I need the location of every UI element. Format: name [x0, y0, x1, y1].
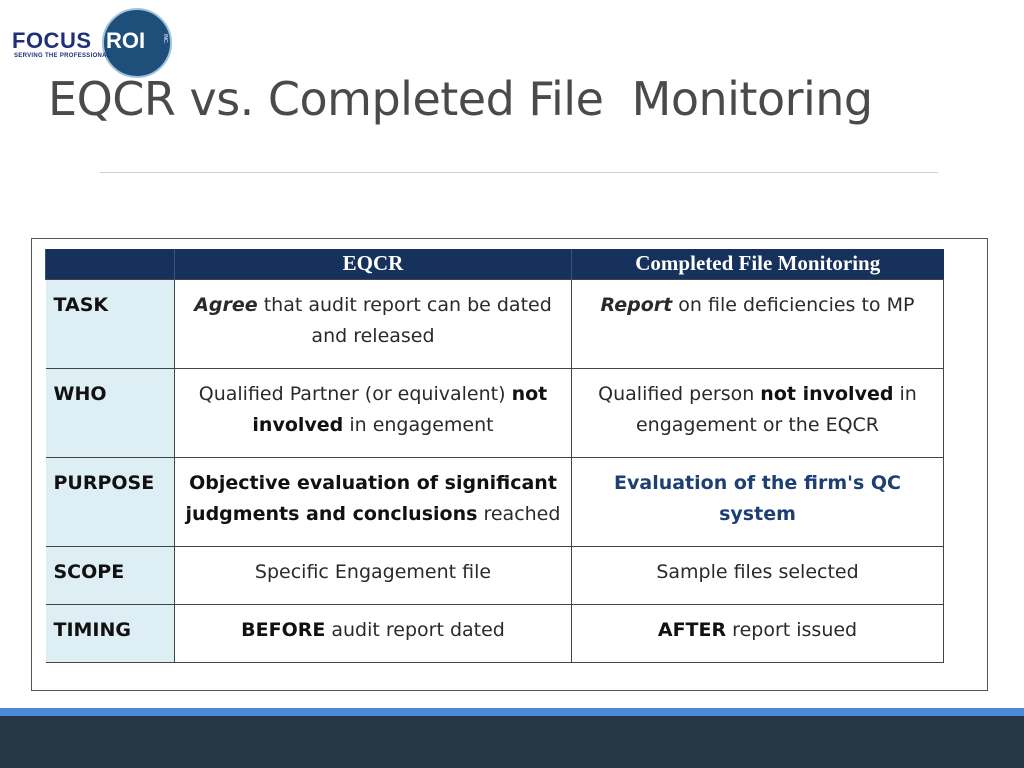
cell-purpose-cfm: Evaluation of the firm's QC system — [571, 456, 944, 547]
cell-text: in engagement or the EQCR — [635, 382, 917, 436]
cell-emphasis: BEFORE — [241, 618, 326, 641]
row-label-scope: SCOPE — [45, 545, 175, 605]
cell-text: audit report dated — [325, 618, 505, 641]
cell-emphasis: Objective evaluation of significant judg… — [185, 471, 557, 525]
cell-emphasis: Report — [600, 293, 673, 316]
table-row: TIMING BEFORE audit report dated AFTER r… — [45, 603, 944, 663]
logo-roi: ROI — [106, 28, 146, 53]
logo-inc: INC. — [162, 34, 168, 44]
header-completed-file-monitoring: Completed File Monitoring — [571, 249, 944, 279]
cell-who-cfm: Qualified person not involved in engagem… — [571, 367, 944, 458]
table-row: PURPOSE Objective evaluation of signific… — [45, 456, 944, 547]
cell-purpose-eqcr: Objective evaluation of significant judg… — [174, 456, 572, 547]
comparison-table: EQCR Completed File Monitoring TASK Agre… — [45, 249, 944, 663]
cell-emphasis: Agree — [194, 293, 258, 316]
cell-emphasis: AFTER — [657, 618, 727, 641]
row-label-purpose: PURPOSE — [45, 456, 175, 547]
logo-word: FOCUS — [12, 28, 92, 53]
logo-circle — [102, 8, 172, 78]
table-row: WHO Qualified Partner (or equivalent) no… — [45, 367, 944, 458]
focusroi-logo: FOCUS ROI INC. SERVING THE PROFESSIONAL — [12, 8, 172, 78]
cell-text: on file deficiencies to MP — [672, 293, 915, 316]
row-label-timing: TIMING — [45, 603, 175, 663]
table-frame — [31, 238, 988, 691]
cell-who-eqcr: Qualified Partner (or equivalent) not in… — [174, 367, 572, 458]
cell-text: Qualified person — [598, 382, 761, 405]
cell-task-eqcr: Agree that audit report can be dated and… — [174, 278, 572, 369]
header-blank — [45, 249, 175, 279]
row-label-who: WHO — [45, 367, 175, 458]
slide-title: EQCR vs. Completed File Monitoring — [48, 72, 873, 126]
cell-text: in engagement — [343, 413, 494, 436]
header-eqcr: EQCR — [174, 249, 572, 279]
cell-text: report issued — [726, 618, 858, 641]
title-divider — [100, 172, 938, 173]
footer-bar — [0, 716, 1024, 768]
cell-timing-eqcr: BEFORE audit report dated — [174, 603, 572, 663]
cell-scope-cfm: Sample files selected — [571, 545, 944, 605]
cell-text: that audit report can be dated and relea… — [257, 293, 552, 347]
cell-emphasis: Evaluation of the firm's QC system — [614, 471, 901, 525]
footer-accent-bar — [0, 708, 1024, 716]
cell-text: reached — [477, 502, 561, 525]
cell-emphasis: not involved — [760, 382, 894, 405]
cell-text: Qualified Partner (or equivalent) — [198, 382, 512, 405]
cell-emphasis: not involved — [252, 382, 548, 436]
cell-scope-eqcr: Specific Engagement file — [174, 545, 572, 605]
row-label-task: TASK — [45, 278, 175, 369]
table-row: SCOPE Specific Engagement file Sample fi… — [45, 545, 944, 605]
cell-timing-cfm: AFTER report issued — [571, 603, 944, 663]
cell-task-cfm: Report on file deficiencies to MP — [571, 278, 944, 369]
logo-tagline: SERVING THE PROFESSIONAL — [14, 53, 111, 59]
table-row: TASK Agree that audit report can be date… — [45, 278, 944, 369]
table-header-row: EQCR Completed File Monitoring — [45, 249, 944, 279]
